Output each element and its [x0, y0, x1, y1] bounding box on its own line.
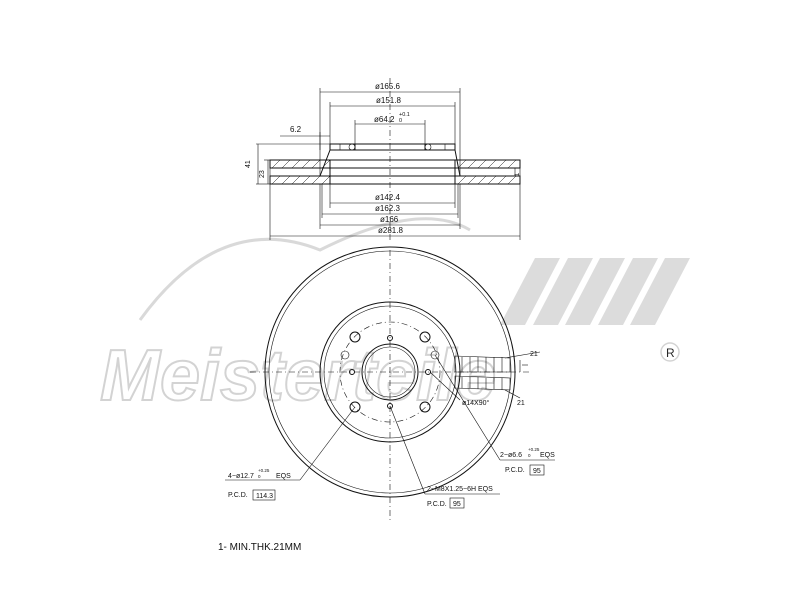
label-callouts-thread: 2−M8X1.25−6H EQS	[427, 486, 493, 493]
dim-d165-6: ø165.6	[319, 82, 461, 176]
watermark-logo: Meisterteile R	[99, 217, 690, 417]
label-callouts-holes-12-7-suffix: EQS	[276, 473, 291, 480]
dim-d64-2: ø64.2 +0.1 0	[354, 112, 426, 144]
dim-21-bottom: 21	[517, 400, 525, 407]
dim-d142-4: ø142.4	[329, 184, 456, 208]
front-view: 21 21 ø14X90° 4−ø12.7 +0.25 0 EQS P.C.D.…	[225, 246, 555, 520]
label-dimensions-n1: 1	[515, 172, 521, 176]
watermark-stripes	[500, 258, 690, 325]
label-callouts-holes-6-6-tol-up: +0.25	[528, 447, 540, 452]
label-dimensions-d64-2: ø64.2	[374, 115, 395, 124]
callout-small-holes: 2−ø6.6 +0.25 0 EQS P.C.D. 95	[434, 354, 555, 476]
dim-d151-8: ø151.8	[329, 96, 456, 144]
label-dimensions-h41: 41	[245, 160, 252, 168]
label-callouts-pcd-label-2: P.C.D.	[505, 467, 525, 474]
label-callouts-holes-6-6-tol-dn: 0	[528, 453, 531, 458]
label-dimensions-d162-3: ø162.3	[375, 204, 400, 213]
stud-holes	[349, 331, 431, 413]
dim-d281-8: ø281.8	[269, 184, 521, 240]
watermark-swoosh	[138, 217, 471, 321]
dim-41-23: 41 23	[245, 143, 330, 185]
label-dimensions-d281-8: ø281.8	[378, 226, 403, 235]
label-callouts-holes-6-6-prefix: 2−ø6.6	[500, 452, 522, 459]
side-section-view: ø165.6 ø151.8 ø64.2 +0.1 0 6.2 41	[245, 78, 521, 240]
label-callouts-pcd-value-2: 95	[533, 468, 541, 475]
registered-mark: R	[666, 346, 675, 360]
label-callouts-pcd-value-3: 95	[453, 501, 461, 508]
disc-outer-edge	[264, 246, 516, 498]
center-bore	[361, 343, 419, 401]
label-dimensions-d151-8: ø151.8	[376, 96, 401, 105]
label-callouts-pcd-label-3: P.C.D.	[427, 501, 447, 508]
label-callouts-holes-12-7-prefix: 4−ø12.7	[228, 473, 254, 480]
callout-stud-holes: 4−ø12.7 +0.25 0 EQS P.C.D. 114.3	[225, 406, 356, 501]
min-thickness-note: 1- MIN.THK.21MM	[218, 542, 301, 553]
label-dimensions-d166: ø166	[380, 215, 399, 224]
cooling-vanes	[454, 355, 511, 391]
label-callouts-holes-12-7-tol-dn: 0	[258, 474, 261, 479]
dim-d162-3: ø162.3	[321, 184, 459, 218]
label-dimensions-w6-2: 6.2	[290, 125, 302, 134]
label-callouts-pcd-label-1: P.C.D.	[228, 492, 248, 499]
dim-21-top: 21	[530, 351, 538, 358]
dim-d166: ø166	[319, 184, 461, 229]
dim-6-2: 6.2	[280, 125, 330, 150]
label-callouts-holes-12-7-tol-up: +0.25	[258, 468, 270, 473]
label-callouts-holes-6-6-suffix: EQS	[540, 452, 555, 459]
watermark-text: Meisterteile	[100, 336, 496, 416]
label-callouts-pcd-value-1: 114.3	[256, 493, 273, 500]
label-dimensions-d64-2-tol: +0.1	[399, 112, 410, 118]
label-dimensions-d142-4: ø142.4	[375, 193, 400, 202]
label-dimensions-d64-2-tol0: 0	[399, 118, 402, 124]
section-hatching-right	[457, 159, 517, 185]
callout-thread: 2−M8X1.25−6H EQS P.C.D. 95	[389, 405, 500, 509]
small-holes	[340, 335, 440, 409]
label-dimensions-d165-6: ø165.6	[375, 82, 400, 91]
dim-right-small: 1	[514, 168, 521, 176]
label-dimensions-h23: 23	[259, 170, 266, 178]
section-hatching-left	[271, 159, 331, 185]
dim-chamfer: ø14X90°	[462, 399, 490, 407]
